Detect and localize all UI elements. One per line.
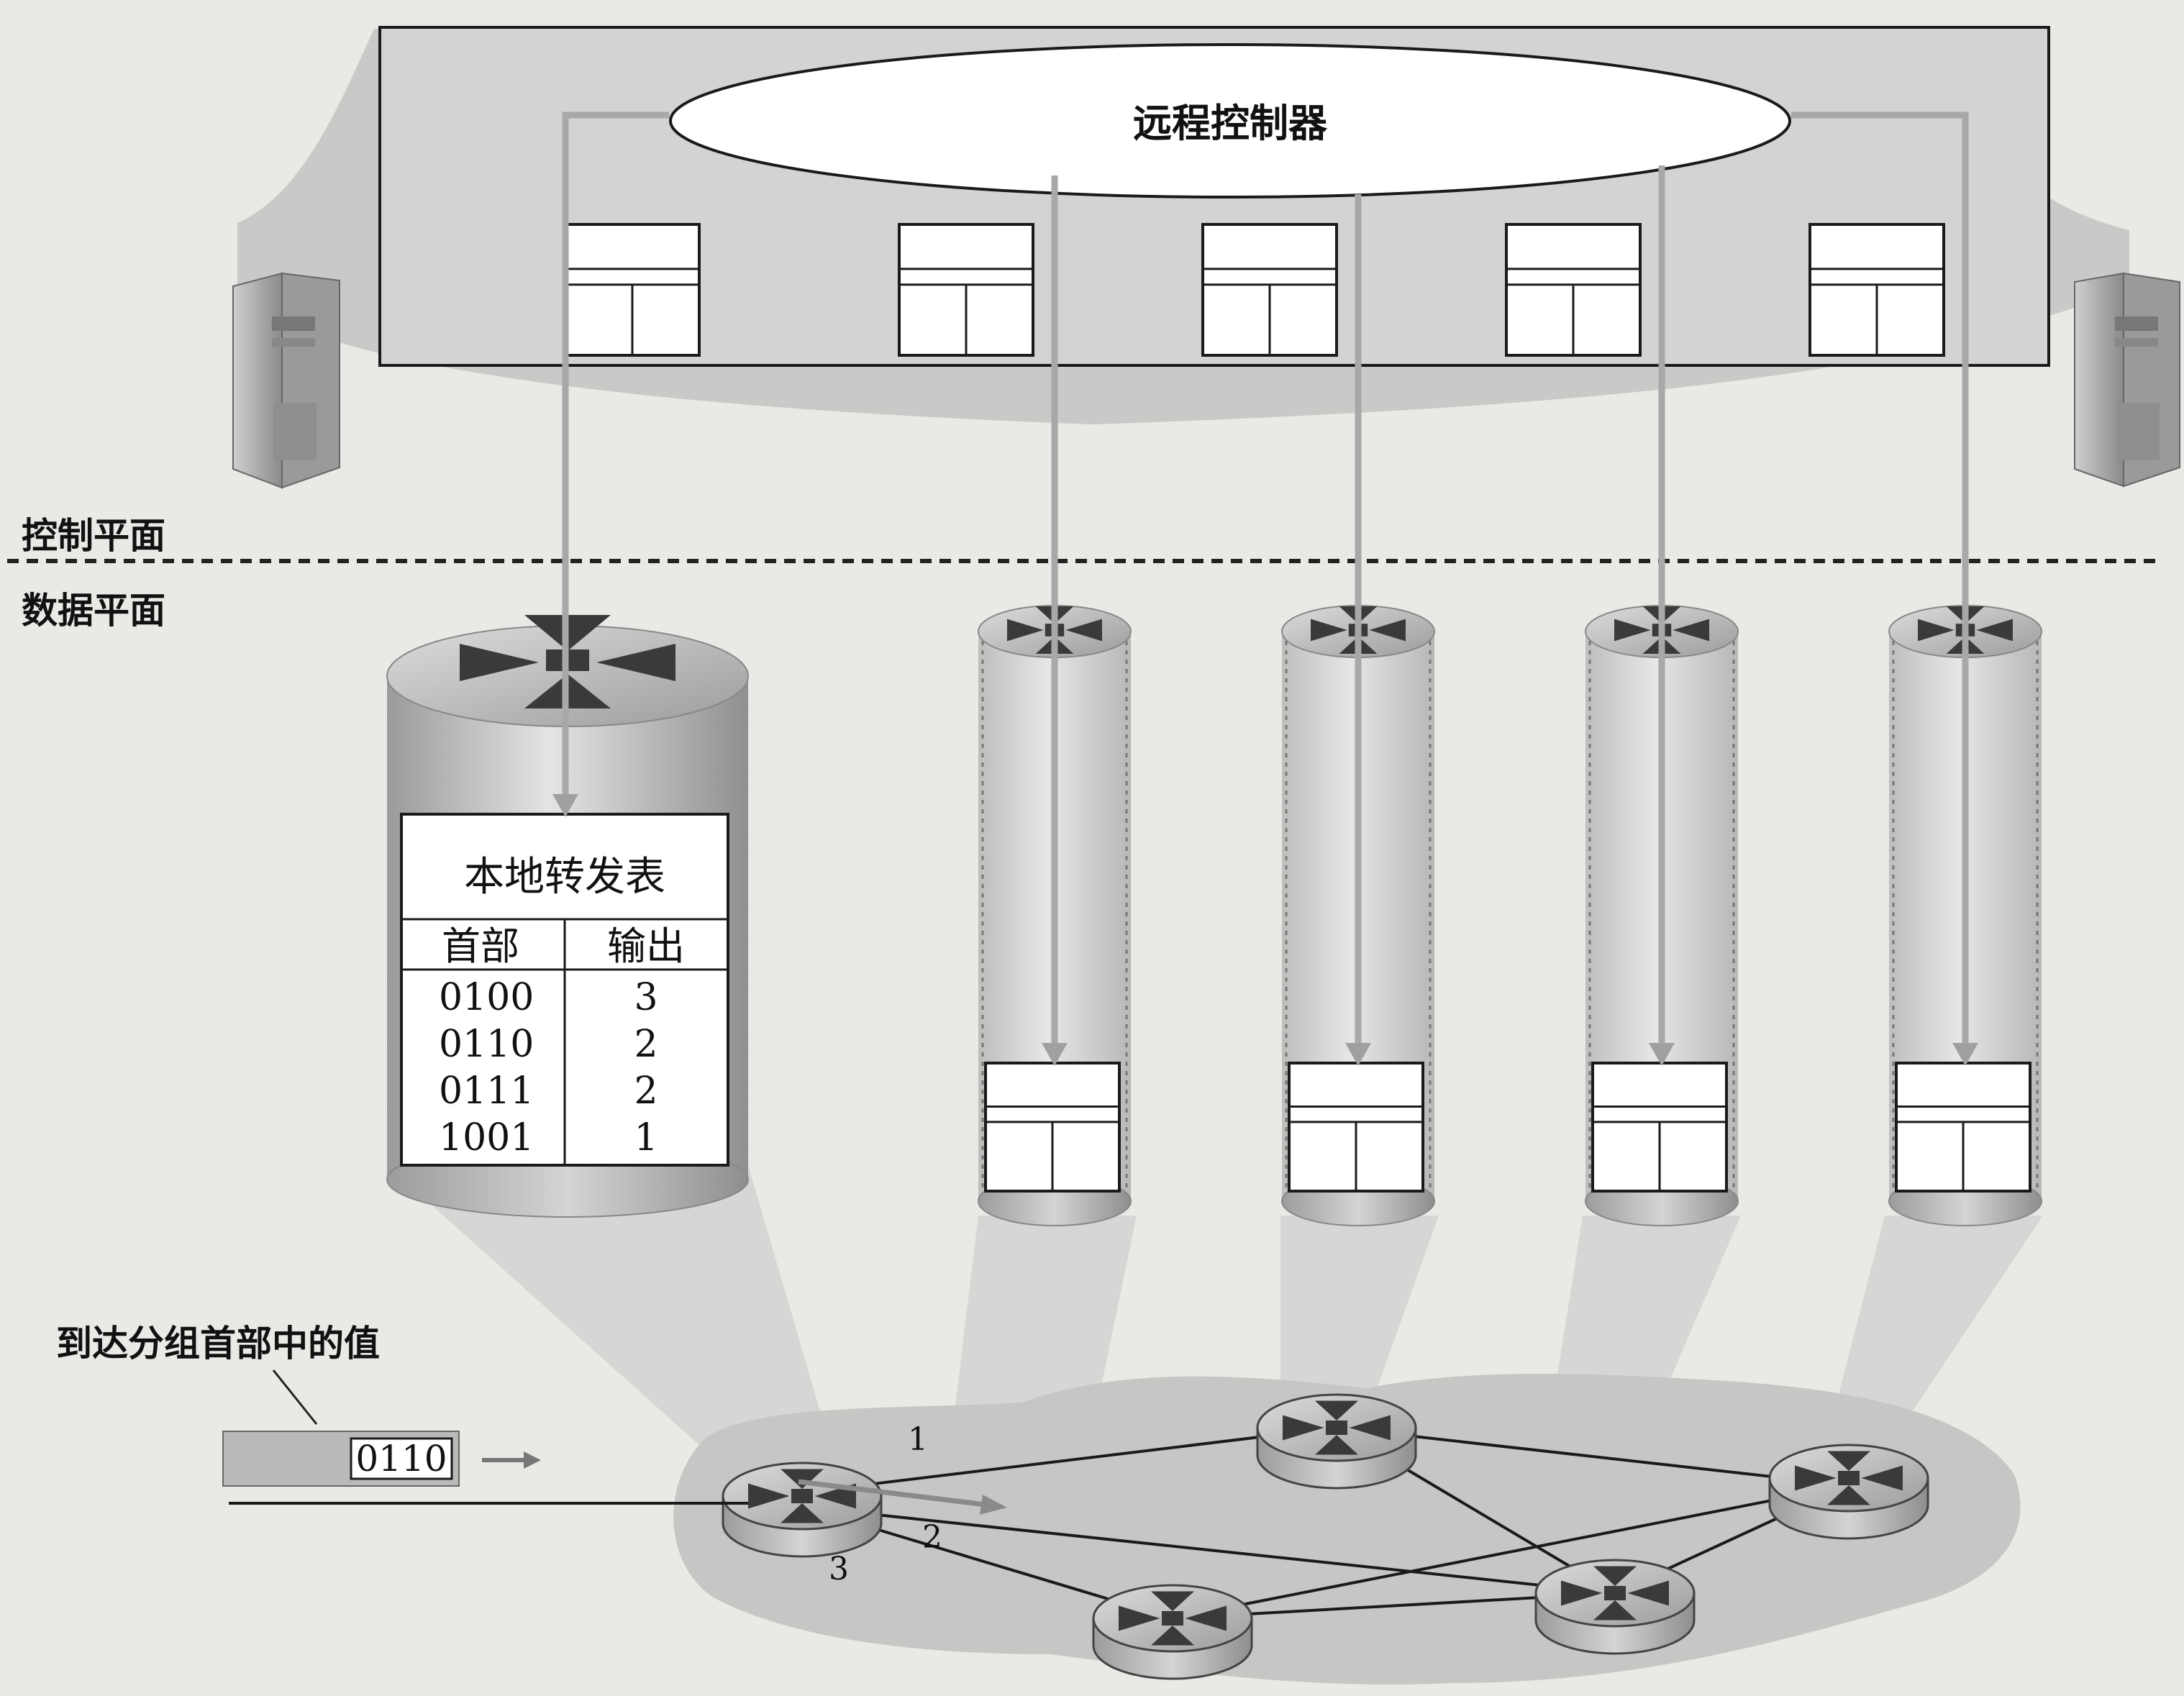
controller-arrow-1 (552, 115, 578, 817)
controller-arrow-3 (1345, 194, 1371, 1066)
router-cylinders-small (978, 605, 2042, 1226)
packet-caption: 到达分组首部中的值 (56, 1323, 380, 1364)
network-router-4 (1092, 1584, 1253, 1680)
port-label-1: 1 (908, 1421, 928, 1458)
control-plane-label: 控制平面 (22, 515, 165, 557)
router-flow-table-4 (1895, 1062, 2031, 1193)
controller-flow-table-1 (564, 223, 701, 357)
local-table-output-value: 3 (634, 976, 658, 1019)
local-forwarding-table: 本地转发表 首部 输出 0100 3 0110 2 0111 2 1001 1 (400, 813, 729, 1167)
packet-arrow (482, 1451, 541, 1469)
server-icon-left (232, 272, 340, 489)
controller-flow-tables (564, 223, 1945, 357)
local-table-header-value: 0111 (439, 1070, 534, 1113)
controller-arrow-4 (1649, 165, 1675, 1066)
local-table-title: 本地转发表 (464, 854, 665, 901)
network-router-1 (722, 1462, 883, 1558)
router-flow-table-1 (984, 1062, 1121, 1193)
local-table-header-value: 0100 (439, 976, 534, 1019)
controller-flow-table-2 (898, 223, 1034, 357)
router-flow-table-2 (1288, 1062, 1424, 1193)
controller-arrows (552, 111, 1978, 1066)
data-plane-label: 数据平面 (22, 590, 165, 632)
controller-arrow-5 (1952, 115, 1978, 1066)
controller-connector-right (1791, 111, 1969, 129)
local-table-header-header: 首部 (442, 924, 519, 969)
router-x-icon (1795, 1451, 1903, 1505)
controller-flow-table-5 (1808, 223, 1945, 357)
local-table-output-value: 2 (634, 1070, 658, 1113)
controller-connector-left (562, 111, 669, 121)
local-table-header-output: 输出 (607, 924, 685, 969)
local-table-output-value: 2 (634, 1023, 658, 1066)
controller-flow-table-3 (1201, 223, 1338, 357)
local-table-header-value: 0110 (439, 1023, 534, 1066)
local-table-header-value: 1001 (439, 1116, 534, 1159)
router-x-icon (1283, 1400, 1391, 1455)
remote-controller-label: 远程控制器 (1133, 101, 1328, 146)
network-router-3 (1768, 1444, 1929, 1540)
router-x-icon (1119, 1591, 1227, 1646)
port-label-3: 3 (829, 1551, 849, 1587)
packet: 0110 (222, 1431, 460, 1487)
remote-controller-ellipse (669, 43, 1791, 199)
caption-leader-line (272, 1369, 318, 1425)
projection-beams (387, 1165, 2043, 1489)
port-label-2: 2 (922, 1519, 942, 1556)
controller-arrow-2 (1042, 175, 1068, 1066)
router-x-icon (1561, 1566, 1669, 1620)
network-router-5 (1534, 1559, 1696, 1655)
forwarding-arrow (798, 1479, 1007, 1515)
router-flow-table-3 (1591, 1062, 1728, 1193)
network-router-2 (1256, 1393, 1417, 1490)
local-table-output-value: 1 (634, 1116, 658, 1159)
server-icon-right (2074, 272, 2180, 488)
network-routers (722, 1393, 1929, 1680)
packet-header-value: 0110 (355, 1438, 447, 1480)
controller-flow-table-4 (1505, 223, 1642, 357)
